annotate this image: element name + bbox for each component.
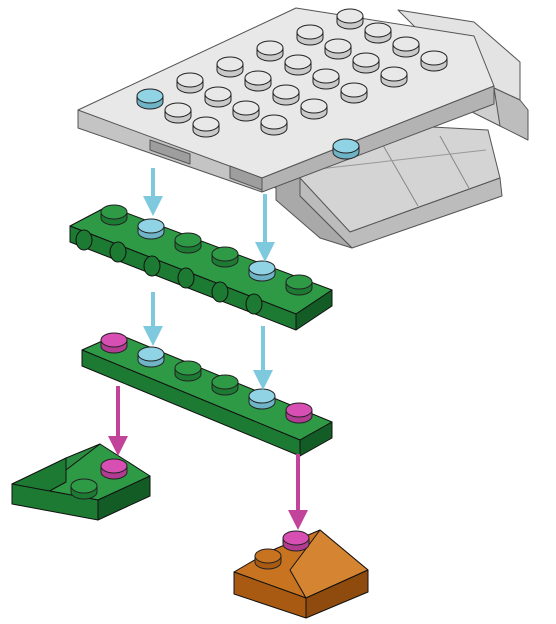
slope-stud — [101, 459, 127, 479]
hinge-stud — [212, 247, 238, 267]
grey-stud — [217, 57, 243, 77]
grey-stud — [337, 9, 363, 29]
hinge-stud — [249, 261, 275, 281]
hinge-stud — [175, 233, 201, 253]
grey-stud — [421, 51, 447, 71]
grey-stud — [233, 101, 259, 121]
grey-stud — [177, 73, 203, 93]
hinge-knuckle — [246, 294, 262, 314]
grey-stud — [261, 115, 287, 135]
grey-stud — [313, 69, 339, 89]
orange-stud — [283, 531, 309, 551]
grey-stud — [257, 41, 283, 61]
grey-stud — [353, 53, 379, 73]
hinge-knuckle — [144, 256, 160, 276]
grey-stud — [301, 99, 327, 119]
plate-stud — [212, 375, 238, 395]
plate-stud — [286, 403, 312, 423]
grey-stud — [393, 37, 419, 57]
grey-stud — [193, 117, 219, 137]
hinge-stud — [138, 219, 164, 239]
hinge-knuckle — [178, 268, 194, 288]
grey-stud — [365, 23, 391, 43]
grey-stud — [333, 139, 359, 159]
hinge-knuckle — [76, 230, 92, 250]
grey-stud — [297, 25, 323, 45]
grey-stud — [205, 87, 231, 107]
plate-stud — [249, 389, 275, 409]
orange-stud — [255, 549, 281, 569]
plate-stud — [175, 361, 201, 381]
hinge-stud — [101, 205, 127, 225]
grey-stud — [273, 85, 299, 105]
hinge-knuckle — [212, 282, 228, 302]
hinge-knuckle — [110, 242, 126, 262]
grey-stud — [381, 67, 407, 87]
plate-stud — [138, 347, 164, 367]
plate-stud — [101, 333, 127, 353]
grey-stud — [137, 89, 163, 109]
slope-stud — [71, 479, 97, 499]
grey-stud — [165, 103, 191, 123]
grey-stud — [285, 55, 311, 75]
hinge-stud — [286, 275, 312, 295]
grey-stud — [245, 71, 271, 91]
grey-stud — [325, 39, 351, 59]
grey-stud — [341, 83, 367, 103]
